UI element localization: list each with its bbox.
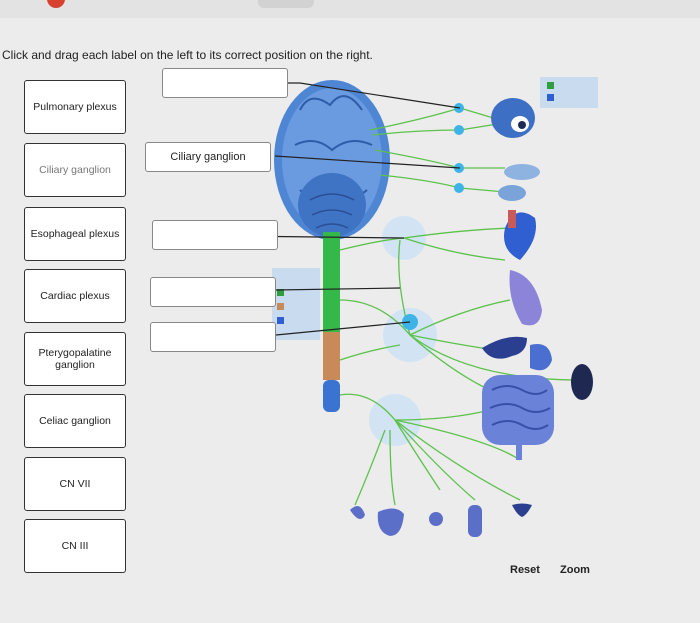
label-cn-iii[interactable]: CN III <box>24 519 126 573</box>
top-bar <box>0 0 700 18</box>
label-pulmonary-plexus[interactable]: Pulmonary plexus <box>24 80 126 134</box>
label-cn-vii[interactable]: CN VII <box>24 457 126 511</box>
drop-box-4[interactable] <box>150 277 276 307</box>
spinal-cord-sacral <box>323 380 340 412</box>
legend-small-green <box>277 289 284 296</box>
legend-small-orange <box>277 303 284 310</box>
legend-box <box>540 77 598 108</box>
intestines-icon <box>482 375 554 460</box>
lacrimal-gland-icon <box>504 164 540 180</box>
legend-blue-swatch <box>547 94 554 101</box>
spinal-cord-lower <box>323 332 340 380</box>
drop-box-5[interactable] <box>150 322 276 352</box>
liver-icon <box>482 336 527 359</box>
stomach-icon <box>530 344 552 371</box>
legend-green-swatch <box>547 82 554 89</box>
label-esophageal-plexus[interactable]: Esophageal plexus <box>24 207 126 261</box>
reset-button[interactable]: Reset <box>510 564 540 576</box>
eye-icon <box>491 98 535 138</box>
spinal-cord-upper <box>323 232 340 332</box>
drop-box-1[interactable] <box>162 68 288 98</box>
drop-box-3[interactable] <box>152 220 278 250</box>
label-ciliary-ganglion[interactable]: Ciliary ganglion <box>24 143 126 197</box>
zoom-button[interactable]: Zoom <box>560 564 590 576</box>
lung-icon <box>509 270 542 326</box>
drop-box-2[interactable]: Ciliary ganglion <box>145 142 271 172</box>
label-cardiac-plexus[interactable]: Cardiac plexus <box>24 269 126 323</box>
heart-vessel <box>508 210 516 228</box>
instruction-text: Click and drag each label on the left to… <box>2 48 373 62</box>
ganglion-nodes <box>402 103 464 330</box>
kidney-icon <box>571 364 593 400</box>
reproductive-organs-icon <box>350 503 532 537</box>
label-celiac-ganglion[interactable]: Celiac ganglion <box>24 394 126 448</box>
salivary-gland-icon <box>498 185 526 201</box>
legend-small-blue <box>277 317 284 324</box>
alert-badge-icon <box>47 0 65 8</box>
label-pterygopalatine-ganglion[interactable]: Pterygopalatine ganglion <box>24 332 126 386</box>
top-tab[interactable] <box>258 0 314 8</box>
